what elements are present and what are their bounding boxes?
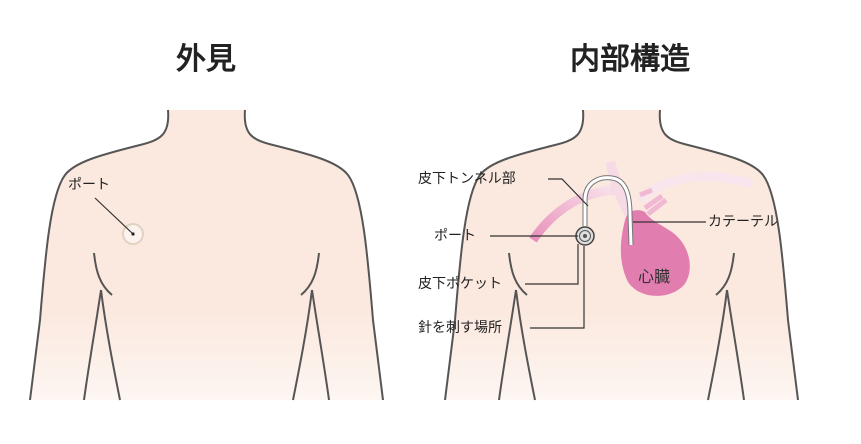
port-leader-line bbox=[94, 197, 133, 234]
needle-site-label: 針を刺す場所 bbox=[418, 320, 502, 336]
catheter-label: カテーテル bbox=[708, 214, 778, 230]
catheter bbox=[575, 175, 634, 246]
heart-label: 心臓 bbox=[638, 267, 671, 286]
port-label: ポート bbox=[434, 228, 476, 244]
left-port-label: ポート bbox=[68, 177, 110, 193]
right-panel-title: 内部構造 bbox=[570, 42, 690, 77]
left-body-figure bbox=[29, 109, 384, 401]
leader-lines bbox=[490, 178, 706, 329]
heart-shape bbox=[620, 210, 690, 296]
left-panel-title: 外見 bbox=[176, 42, 236, 77]
pocket-label: 皮下ポケット bbox=[418, 276, 502, 292]
tunnel-label: 皮下トンネル部 bbox=[418, 171, 516, 187]
